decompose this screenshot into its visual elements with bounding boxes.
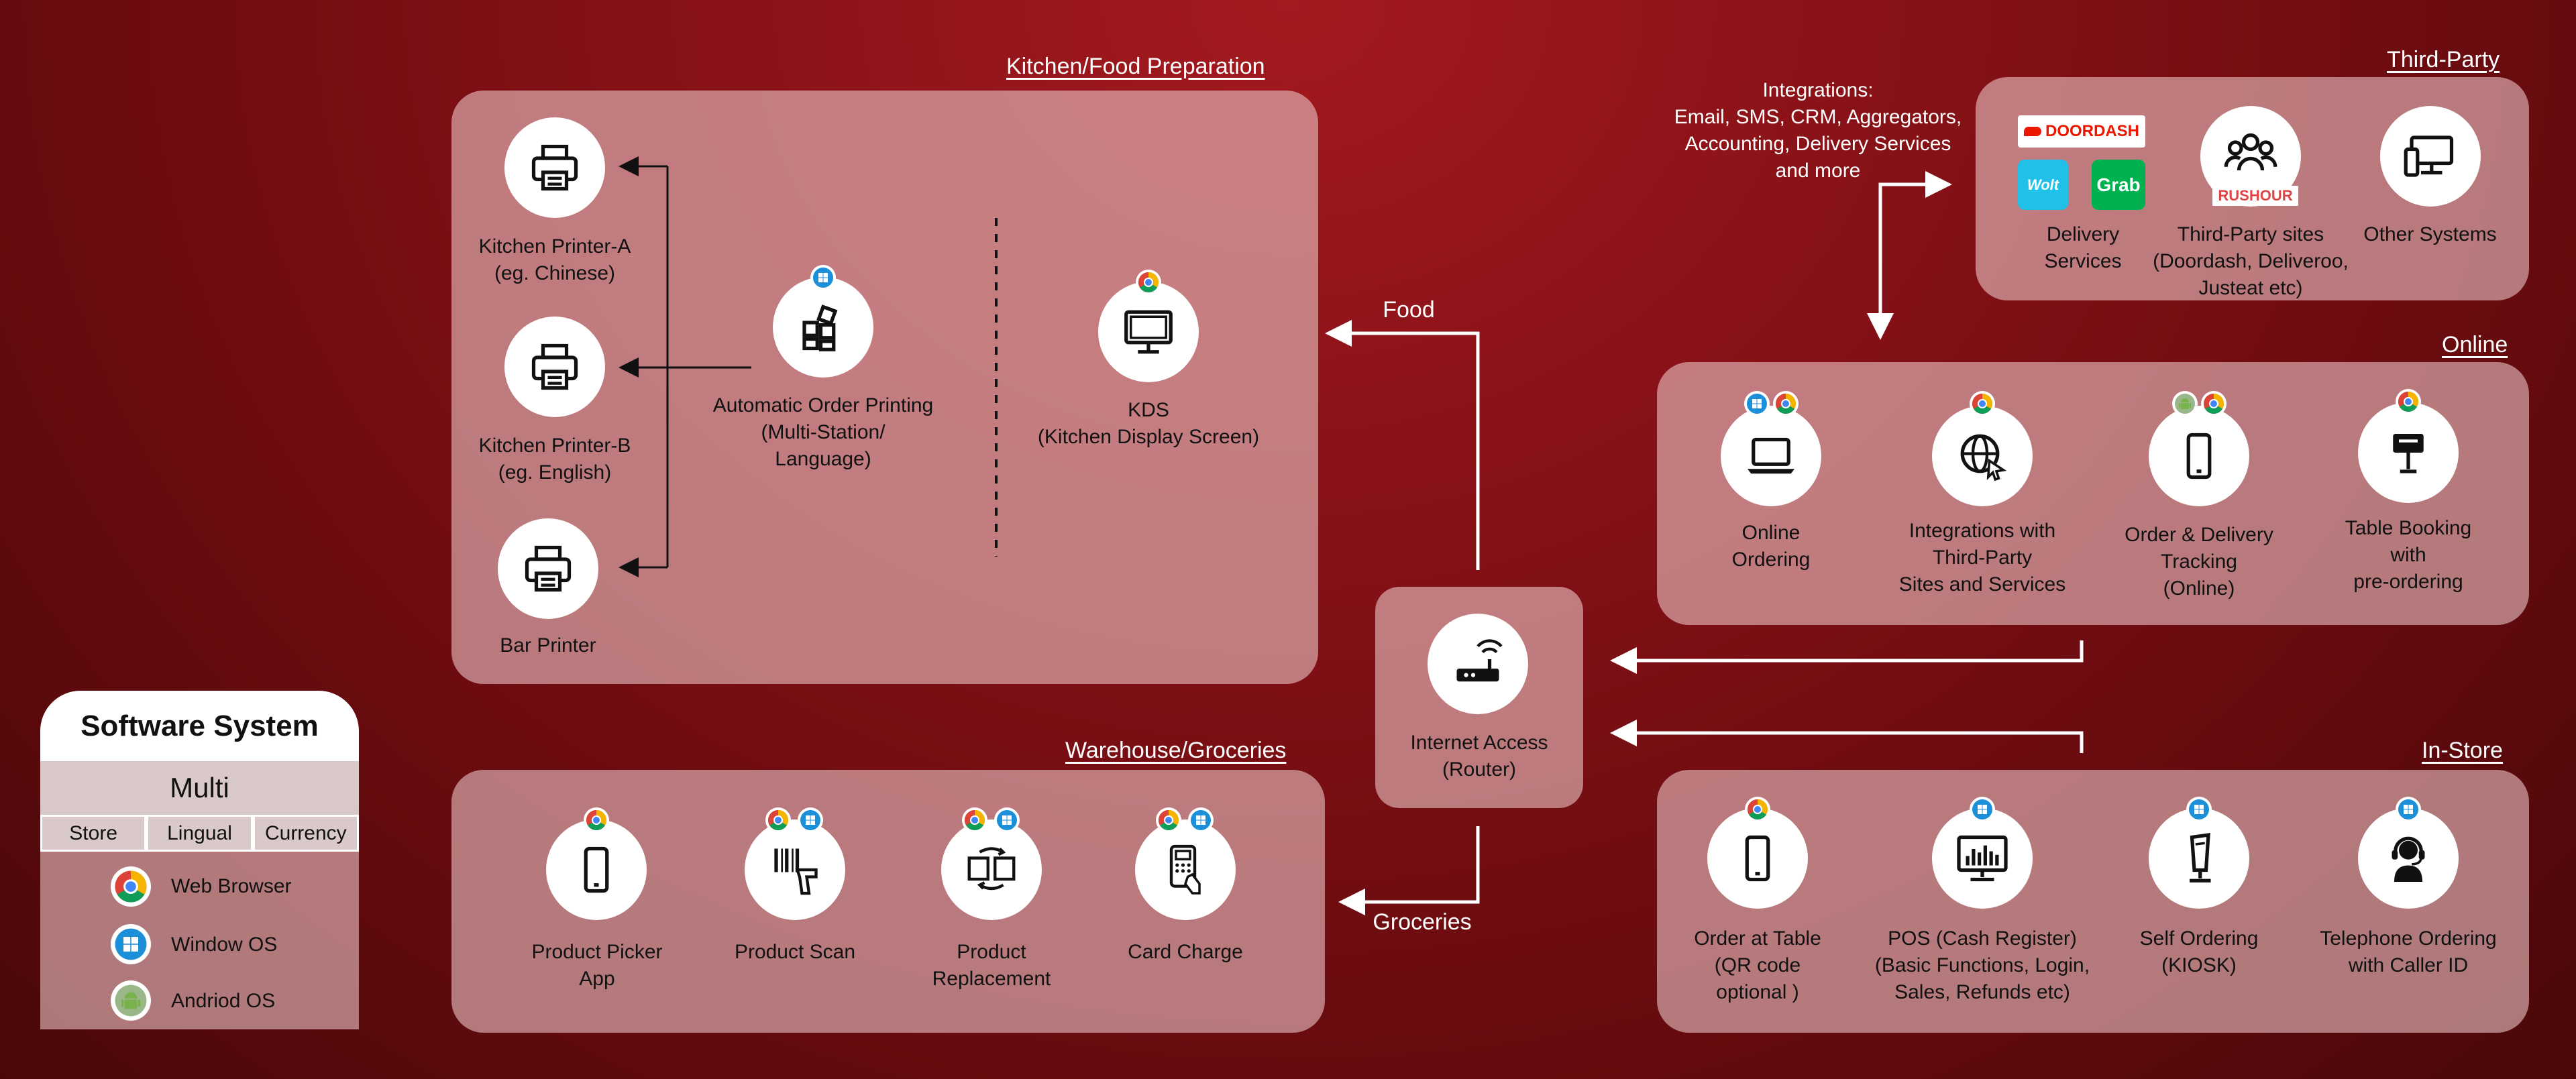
legend-cell-currency: Currency — [252, 815, 359, 852]
chrome-badge-icon — [962, 807, 987, 833]
card-charge-label: Card Charge — [1128, 941, 1243, 963]
windows-badge-icon — [994, 807, 1020, 833]
windows-badge-icon — [1744, 391, 1770, 416]
card-terminal-icon — [1135, 819, 1236, 920]
swap-icon — [941, 819, 1042, 920]
in-store-section-title: In-Store — [2422, 738, 2503, 763]
chrome-badge-icon — [2201, 391, 2226, 416]
legend-cell-store: Store — [40, 815, 147, 852]
legend-multi: Multi — [40, 761, 359, 815]
third-party-section-title: Third-Party — [2387, 47, 2500, 72]
headset-operator-icon — [2358, 808, 2459, 909]
tracking-label: Order & Delivery Tracking (Online) — [2125, 524, 2273, 600]
monitor-icon — [1098, 282, 1199, 382]
kitchen-printer-b-label: Kitchen Printer-B (eg. English) — [478, 435, 631, 484]
windows-badge-icon — [2396, 797, 2421, 822]
barcode-scanner-icon — [745, 819, 845, 920]
software-system-legend: Software System Multi Store Lingual Curr… — [40, 691, 359, 1029]
product-scan-label: Product Scan — [734, 941, 856, 963]
legend-body: Web Browser Window OS Andriod OS — [40, 852, 359, 1029]
legend-cell-lingual: Lingual — [146, 815, 253, 852]
product-replacement-label: Product Replacement — [932, 941, 1051, 990]
chrome-badge-icon — [765, 807, 791, 833]
table-booking-label: Table Booking with pre-ordering — [2345, 517, 2472, 593]
bar-printer-label: Bar Printer — [500, 634, 596, 657]
printer-icon — [504, 317, 605, 417]
windows-badge-icon — [1188, 807, 1214, 833]
doordash-logo: DOORDASH — [2018, 115, 2145, 148]
chrome-badge-icon — [1773, 391, 1799, 416]
telephone-ordering-label: Telephone Ordering with Caller ID — [2320, 927, 2497, 976]
online-to-router-arrow — [1610, 640, 2084, 674]
windows-badge-icon — [798, 807, 823, 833]
food-flow-arrow — [1325, 320, 1480, 570]
chrome-badge-icon — [1136, 270, 1161, 295]
windows-badge-icon — [2186, 797, 2212, 822]
chrome-badge-icon — [1970, 391, 1995, 416]
chrome-badge-icon — [2396, 389, 2421, 414]
instore-to-router-arrow — [1610, 720, 2084, 753]
laptop-icon — [1721, 406, 1821, 506]
legend-title: Software System — [40, 691, 359, 761]
groceries-flow-label: Groceries — [1373, 909, 1472, 935]
legend-cells: Store Lingual Currency — [40, 815, 359, 852]
chrome-badge-icon — [1745, 797, 1770, 822]
grab-logo: Grab — [2092, 160, 2145, 210]
kiosk-icon — [2149, 808, 2249, 909]
windows-badge-icon — [1970, 797, 1995, 822]
doordash-text: DOORDASH — [2045, 122, 2139, 140]
integrations-online-label: Integrations with Third-Party Sites and … — [1898, 520, 2066, 595]
android-badge-icon — [2172, 391, 2198, 416]
printer-icon — [498, 518, 598, 619]
integrations-link-arrow — [1878, 171, 1952, 332]
wolt-logo: Wolt — [2018, 160, 2068, 210]
legend-web-browser: Web Browser — [171, 875, 292, 897]
warehouse-section-title: Warehouse/Groceries — [1065, 738, 1287, 763]
online-ordering-label: Online Ordering — [1731, 522, 1811, 571]
windows-icon — [111, 924, 151, 964]
windows-app-icon — [773, 277, 873, 378]
self-ordering-label: Self Ordering (KIOSK) — [2139, 927, 2259, 976]
online-section-title: Online — [2442, 332, 2508, 357]
legend-android-os: Andriod OS — [171, 990, 276, 1012]
legend-windows-os: Window OS — [171, 933, 278, 956]
phone-icon — [1707, 808, 1808, 909]
router-icon — [1428, 614, 1528, 714]
chrome-icon — [111, 866, 151, 907]
phone-icon — [546, 819, 647, 920]
rushour-logo: RUSHOUR — [2212, 186, 2298, 206]
kitchen-printer-a-label: Kitchen Printer-A (eg. Chinese) — [478, 235, 631, 284]
chrome-badge-icon — [584, 807, 609, 833]
windows-badge-icon — [810, 265, 836, 290]
pos-label: POS (Cash Register) (Basic Functions, Lo… — [1874, 927, 2090, 1003]
delivery-services-label: Delivery Services — [2044, 223, 2122, 272]
pos-terminal-icon — [1932, 808, 2033, 909]
groceries-flow-arrow — [1338, 826, 1480, 915]
android-icon — [111, 980, 151, 1021]
product-picker-label: Product Picker App — [531, 941, 663, 990]
globe-icon — [1932, 406, 2033, 506]
printer-icon — [504, 117, 605, 218]
kitchen-section-title: Kitchen/Food Preparation — [1006, 54, 1265, 79]
auto-printing-label: Automatic Order Printing (Multi-Station/… — [712, 394, 934, 470]
integrations-note: Integrations: Email, SMS, CRM, Aggregato… — [1674, 79, 1962, 182]
other-systems-label: Other Systems — [2363, 223, 2497, 245]
computer-icon — [2380, 106, 2481, 207]
router-label: Internet Access (Router) — [1410, 732, 1548, 781]
reservation-sign-icon — [2358, 402, 2459, 503]
order-at-table-label: Order at Table (QR code optional ) — [1694, 927, 1821, 1003]
third-party-sites-label: Third-Party sites (Doordash, Deliveroo, … — [2153, 223, 2349, 299]
chrome-badge-icon — [1156, 807, 1181, 833]
food-flow-label: Food — [1383, 297, 1435, 323]
phone-icon — [2149, 406, 2249, 506]
kds-label: KDS (Kitchen Display Screen) — [1037, 399, 1260, 448]
